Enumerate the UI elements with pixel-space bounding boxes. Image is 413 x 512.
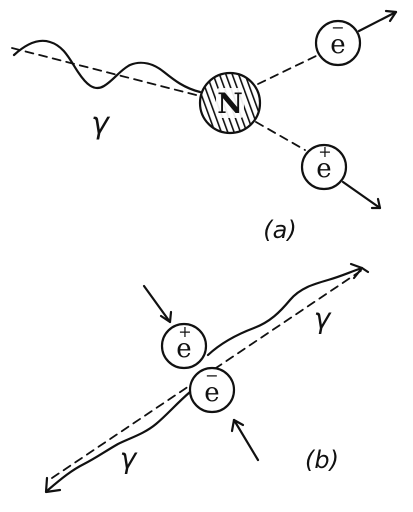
electron-a-charge: − [331, 18, 344, 37]
positron-a-arrow [341, 180, 382, 210]
electron-b-label: e [204, 378, 219, 408]
electron-b: e − [188, 366, 236, 414]
positron-a: e + [300, 142, 348, 191]
outgoing-photon-upper-wave [206, 266, 364, 357]
panel-a: N γ e − e + (a) [11, 9, 398, 244]
positron-b-label: e [176, 334, 191, 364]
electron-a: e − [314, 18, 362, 67]
positron-b-arrow [142, 284, 173, 324]
panel-b: γ γ e + e − (b) [44, 262, 370, 494]
positron-b-charge: + [178, 322, 191, 341]
outgoing-photon-upper-arrow [349, 262, 370, 280]
caption-a: (a) [263, 216, 296, 244]
positron-path [255, 121, 306, 151]
incoming-photon-path [11, 47, 201, 97]
electron-path [257, 55, 317, 85]
outgoing-photon-lower-arrow [44, 476, 62, 494]
caption-b: (b) [305, 446, 339, 474]
positron-b: e + [160, 322, 208, 370]
photon-label-a: γ [91, 106, 111, 141]
nucleus-label: N [217, 87, 243, 120]
electron-b-charge: − [205, 366, 218, 385]
nucleus: N [198, 71, 262, 135]
electron-a-label: e [330, 30, 345, 60]
positron-a-charge: + [318, 142, 331, 161]
electron-a-arrow [357, 9, 398, 33]
photon-label-b-lower: γ [120, 442, 138, 475]
positron-a-label: e [316, 154, 331, 184]
incoming-photon-wave [12, 39, 202, 94]
electron-b-arrow [230, 418, 260, 462]
photon-label-b-upper: γ [314, 302, 332, 335]
outgoing-photon-lower-wave [46, 390, 192, 492]
